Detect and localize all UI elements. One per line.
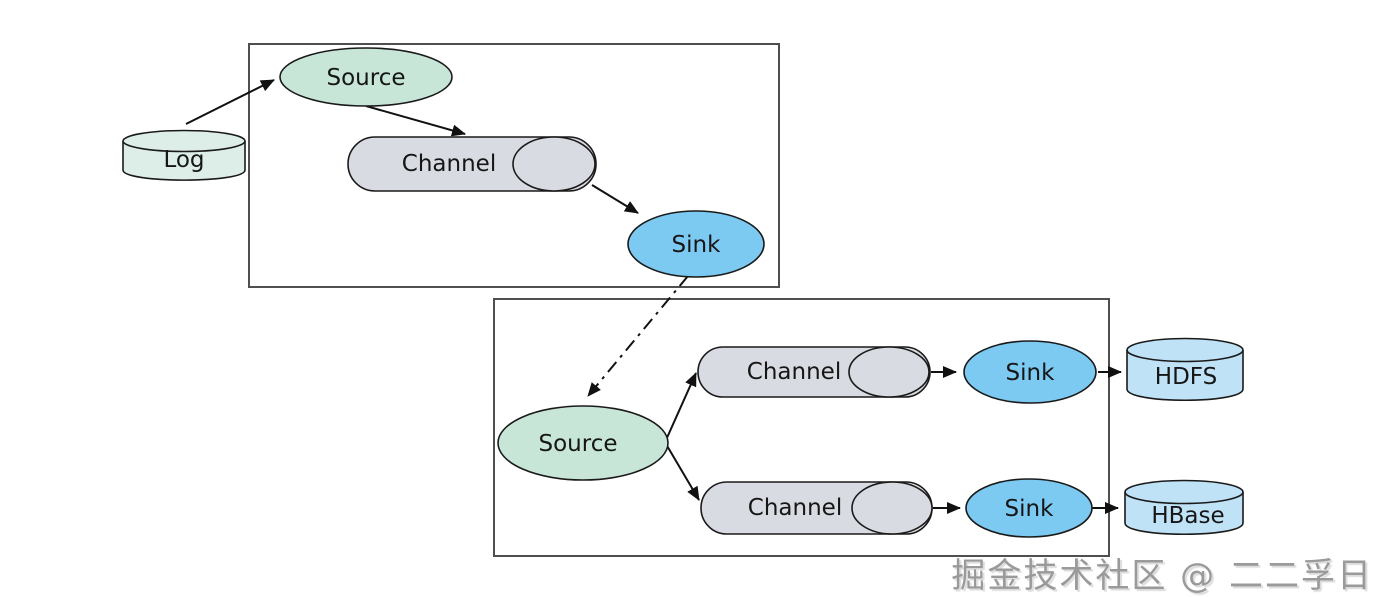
edge-source1-to-channel1: [365, 105, 466, 137]
log-label: Log: [163, 147, 204, 173]
edge-source2-to-channel-top: [665, 372, 697, 441]
edge-log-to-source1: [185, 79, 275, 125]
node-agent1-sink: Sink: [627, 210, 765, 278]
edge-sink1-to-source2-dashdot: [587, 275, 689, 397]
agent2-channel-top-label: Channel: [747, 359, 841, 385]
node-agent2-channel-bottom: Channel: [700, 481, 933, 535]
hdfs-cylinder-top: [1126, 337, 1244, 363]
hdfs-cylinder-body: [1126, 350, 1244, 401]
hbase-label: HBase: [1151, 503, 1224, 529]
node-hdfs-cylinder: HDFS: [1126, 337, 1244, 401]
agent2-source-ellipse: [497, 405, 669, 481]
hbase-cylinder-top: [1124, 479, 1244, 505]
agent2-sink-top-ellipse: [963, 340, 1097, 404]
agent1-sink-ellipse: [627, 210, 765, 278]
agent2-sink-top-label: Sink: [1006, 360, 1056, 386]
node-agent2-channel-top: Channel: [697, 346, 931, 398]
agent1-box: [248, 43, 780, 288]
agent1-source-label: Source: [327, 65, 406, 91]
agent1-source-ellipse: [279, 47, 453, 107]
edge-channel1-to-sink1: [591, 184, 639, 214]
agent2-sink-bottom-ellipse: [965, 478, 1093, 538]
node-agent2-sink-bottom: Sink: [965, 478, 1093, 538]
agent1-channel-cap: [512, 136, 596, 192]
agent2-sink-bottom-label: Sink: [1005, 496, 1055, 522]
agent2-source-label: Source: [539, 431, 618, 457]
edges: [185, 79, 1122, 514]
watermark: 掘金技术社区 @ 二二孚日: [951, 556, 1373, 596]
node-hbase-cylinder: HBase: [1124, 479, 1244, 535]
agent1-sink-label: Sink: [672, 232, 722, 258]
agent1-channel-label: Channel: [402, 151, 496, 177]
node-agent1-channel: Channel: [347, 136, 597, 192]
node-agent2-sink-top: Sink: [963, 340, 1097, 404]
node-agent1-source: Source: [279, 47, 453, 107]
log-cylinder-top: [122, 129, 246, 153]
edge-source2-to-channel-bottom: [665, 443, 700, 501]
agent2-channel-top-cap: [848, 346, 930, 398]
agent2-box: [493, 298, 1110, 557]
agent2-channel-bottom-cap: [851, 481, 933, 535]
node-agent2-source: Source: [497, 405, 669, 481]
hdfs-label: HDFS: [1155, 364, 1217, 390]
agent2-channel-bottom-label: Channel: [748, 495, 842, 521]
node-log-cylinder: Log: [122, 129, 246, 181]
